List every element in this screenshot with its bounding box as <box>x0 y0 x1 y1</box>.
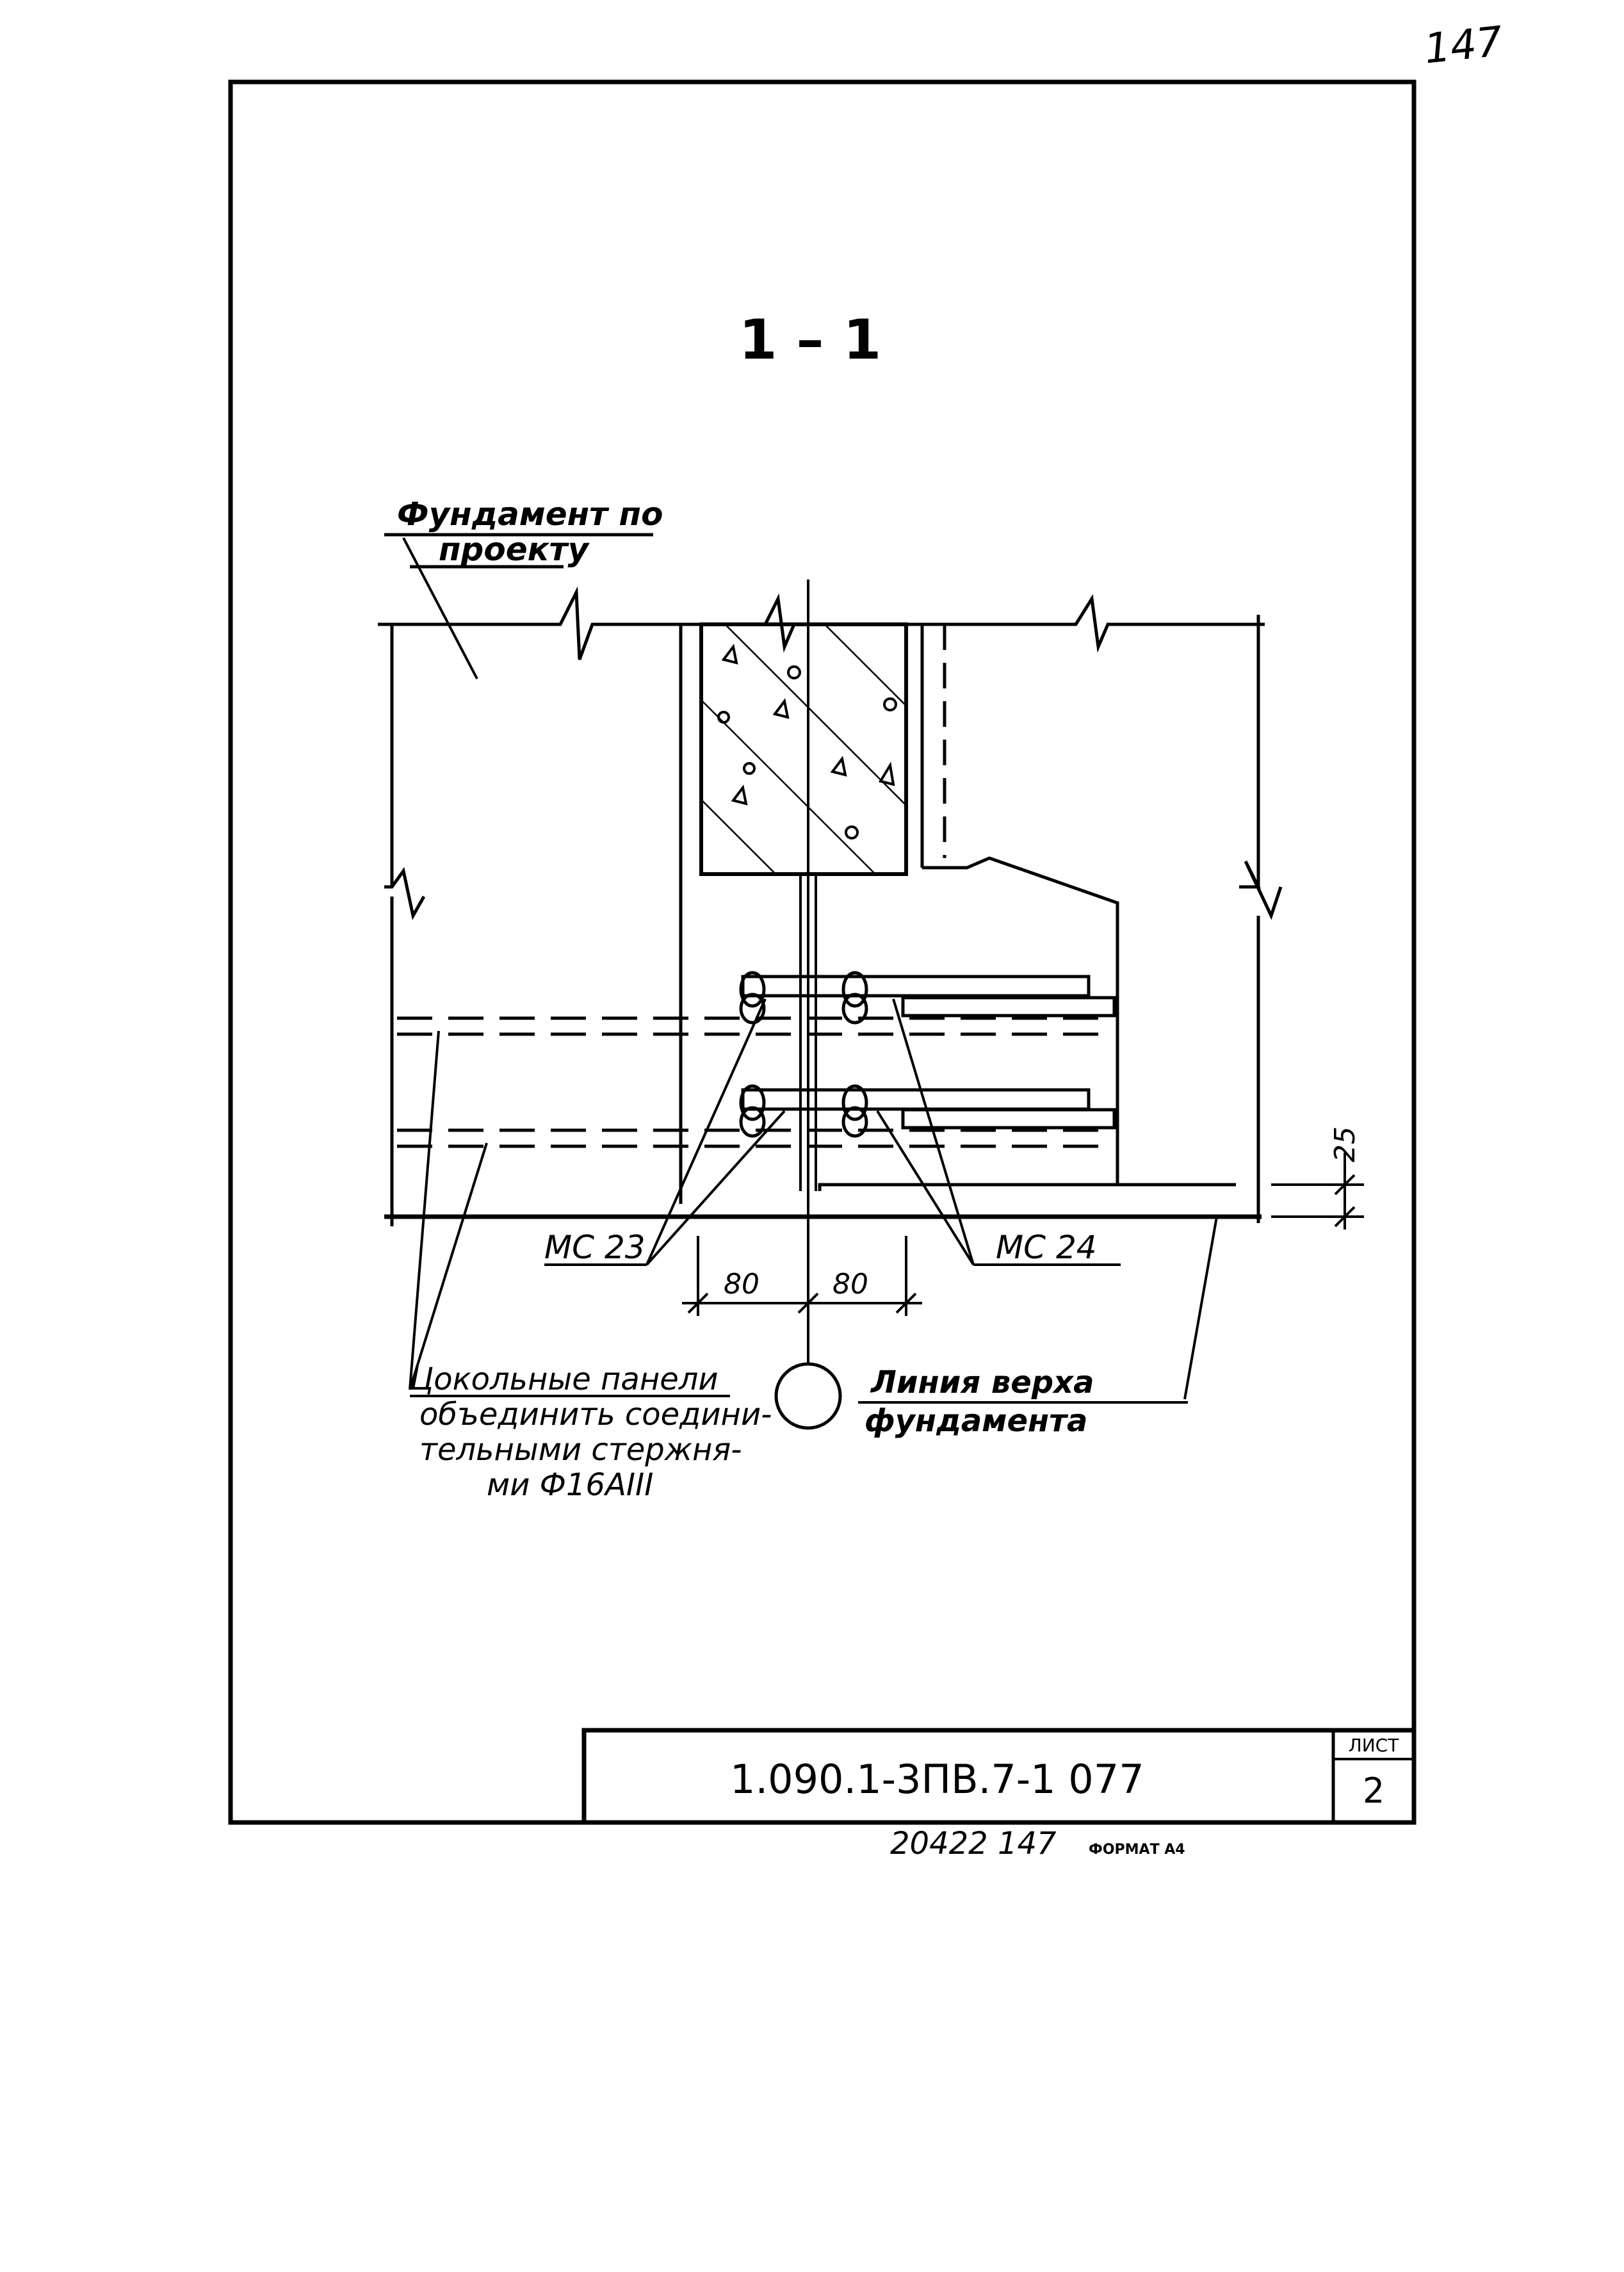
mc23-label: МС 23 <box>544 1229 646 1266</box>
title-block: 1.090.1-3ПВ.7-1 077 ЛИСТ 2 <box>581 1728 1417 1825</box>
left-panel <box>384 624 683 1226</box>
section-title: 1 – 1 <box>739 308 882 372</box>
plinth-note-line-1: Цокольные панели <box>410 1361 719 1397</box>
plinth-note-line-2: объединить соедини- <box>419 1397 772 1432</box>
right-panel <box>818 615 1283 1223</box>
mc24-label: МС 24 <box>996 1229 1097 1266</box>
dimension-80-left: 80 <box>724 1268 759 1301</box>
top-line-note: Линия верха фундамента <box>858 1216 1218 1439</box>
foundation-label-line-1: Фундамент по <box>397 496 663 533</box>
dimension-80-80 <box>682 1236 922 1316</box>
inventory-number: 20422 147 <box>890 1826 1057 1862</box>
upper-bar-set <box>741 975 1116 1130</box>
mc24-leaders <box>876 998 1121 1266</box>
concrete-column <box>699 622 908 876</box>
top-line-leader <box>1183 1216 1218 1400</box>
plinth-note: Цокольные панели объединить соедини- тел… <box>410 1361 772 1503</box>
top-line-note-line-1: Линия верха <box>870 1365 1094 1400</box>
foundation-label: Фундамент по проекту <box>384 496 663 679</box>
page-number: 147 <box>1422 18 1506 73</box>
document-code: 1.090.1-3ПВ.7-1 077 <box>730 1756 1144 1803</box>
dimension-25 <box>1271 1153 1364 1229</box>
dimension-25-label: 25 <box>1329 1126 1361 1162</box>
foundation-leader <box>402 537 478 679</box>
format-label: ФОРМАТ А4 <box>1089 1842 1185 1858</box>
sheet-label: ЛИСТ <box>1349 1735 1400 1756</box>
rebar-coils <box>739 971 868 1138</box>
mc23-leaders <box>544 998 786 1266</box>
plinth-note-line-4: ми Ф16АIII <box>487 1467 653 1503</box>
plinth-note-line-3: тельными стержня- <box>419 1432 742 1468</box>
axis-marker <box>774 1362 842 1430</box>
foundation-label-line-2: проекту <box>439 531 590 568</box>
top-line-note-line-2: фундамента <box>865 1403 1087 1439</box>
dimension-80-right: 80 <box>832 1268 868 1301</box>
sheet-number: 2 <box>1363 1771 1384 1811</box>
plinth-leaders <box>409 1030 488 1390</box>
